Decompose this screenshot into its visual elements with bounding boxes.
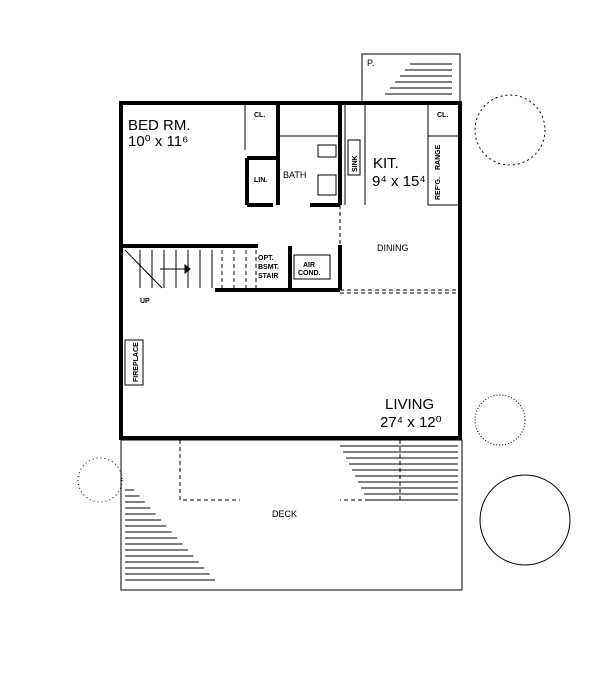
deck-label: DECK bbox=[272, 509, 297, 519]
deck bbox=[120, 439, 463, 591]
sink bbox=[347, 139, 361, 176]
kitchen-size: 9⁴ x 15⁴ bbox=[372, 173, 426, 190]
stair-label-2: BSMT. bbox=[258, 264, 279, 271]
linen-label: LIN. bbox=[254, 177, 267, 184]
bath-label: BATH bbox=[283, 170, 306, 180]
lavatory bbox=[317, 144, 337, 158]
refrigerator-label: REF'G. bbox=[435, 177, 442, 200]
aircond-label-1: AIR bbox=[303, 262, 315, 269]
up-label: UP bbox=[140, 298, 150, 305]
porch: P. bbox=[361, 53, 461, 103]
air-conditioner bbox=[293, 254, 331, 280]
fireplace bbox=[124, 339, 144, 386]
tree-icon bbox=[77, 94, 571, 566]
porch-label: P. bbox=[367, 58, 374, 68]
interior-walls bbox=[121, 103, 458, 294]
toilet bbox=[317, 174, 337, 196]
stair-label-3: STAIR bbox=[258, 273, 278, 280]
kitchen-name: KIT. bbox=[373, 155, 399, 172]
bed-closet-label: CL. bbox=[254, 112, 265, 119]
bedroom-name: BED RM. bbox=[128, 117, 191, 134]
stairs bbox=[124, 249, 257, 289]
kitchen-closet-label: CL. bbox=[437, 112, 448, 119]
exterior-walls bbox=[119, 101, 462, 440]
stair-label-1: OPT. bbox=[258, 255, 274, 262]
living-size: 27⁴ x 12⁰ bbox=[380, 414, 442, 431]
living-name: LIVING bbox=[385, 396, 434, 413]
fireplace-label: FIREPLACE bbox=[133, 342, 140, 382]
dining-label: DINING bbox=[377, 243, 409, 253]
sink-label: SINK bbox=[352, 155, 359, 172]
range-label: RANGE bbox=[435, 144, 442, 170]
bedroom-size: 10⁰ x 11⁶ bbox=[128, 133, 188, 150]
aircond-label-2: COND. bbox=[298, 270, 321, 277]
